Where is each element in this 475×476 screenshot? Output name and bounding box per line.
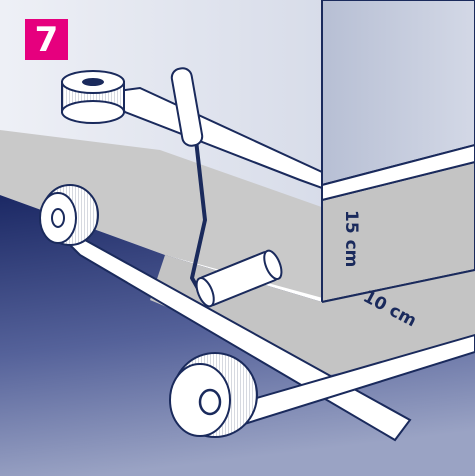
- pillar-front: [321, 0, 475, 187]
- height-dimension-label: 15 cm: [341, 210, 361, 267]
- tape-roll-icon: [39, 184, 99, 246]
- tape-roll-icon: [169, 352, 258, 438]
- tape-roll-icon: [61, 70, 125, 124]
- paint-roller-icon: [170, 67, 283, 308]
- wall-primer-strip: [0, 130, 330, 300]
- step-number-badge: 7: [25, 19, 68, 60]
- tape-strip-pillar: [321, 143, 475, 202]
